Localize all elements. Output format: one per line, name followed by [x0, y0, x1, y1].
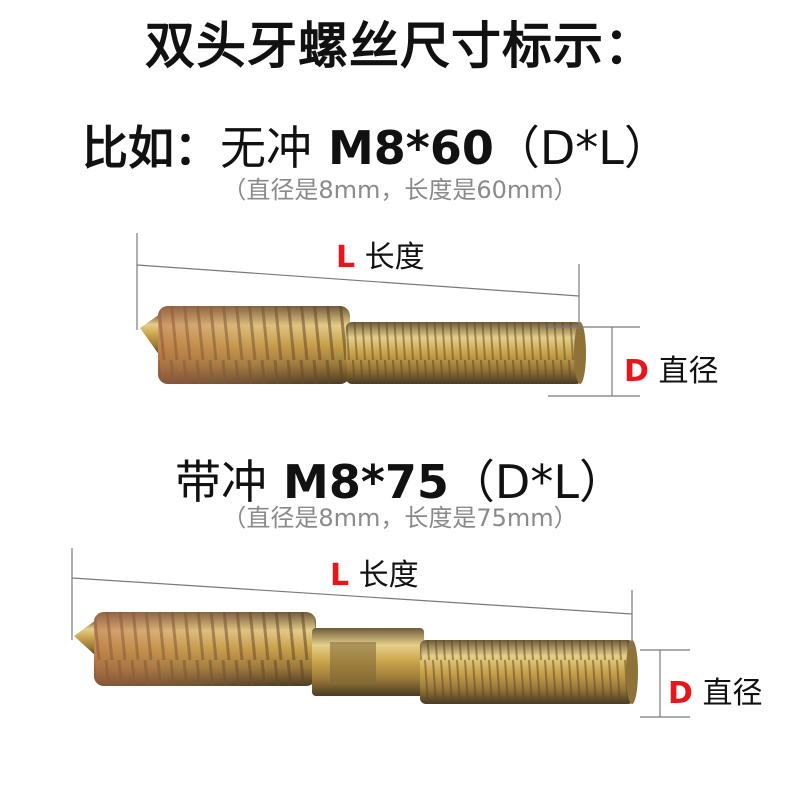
example1-heading: 比如：无冲 M8*60（D*L）	[82, 112, 670, 178]
screw1-length-dimension	[136, 233, 580, 330]
example2-note: （直径是8mm，长度是75mm）	[222, 504, 578, 532]
screw2-length-letter: L	[330, 558, 350, 593]
page-title: 双头牙螺丝尺寸标示：	[145, 17, 655, 75]
example2-heading: 带冲 M8*75（D*L）	[0, 446, 800, 512]
screw1-length-text: 长度	[364, 240, 425, 275]
example1-spec: M8*60	[328, 121, 494, 175]
example2-format: （D*L）	[448, 455, 625, 509]
example1-prefix: 比如：	[82, 121, 220, 175]
screw1-image	[140, 306, 586, 384]
screw1-diameter-label: D 直径	[624, 346, 718, 390]
example2-spec: M8*75	[283, 455, 449, 509]
screw1-diameter-letter: D	[624, 354, 649, 389]
screw2-length-label: L 长度	[330, 550, 419, 594]
screw2-image	[74, 612, 638, 704]
screw1-diameter-dimension	[548, 326, 640, 397]
screw2-diameter-letter: D	[668, 676, 693, 711]
screw2-length-text: 长度	[358, 558, 419, 593]
screw2-diameter-label: D 直径	[668, 668, 762, 712]
screw1-diameter-text: 直径	[658, 354, 719, 389]
screw2-diameter-dimension	[640, 649, 690, 718]
example1-format: （D*L）	[493, 121, 670, 175]
example1-note: （直径是8mm，长度是60mm）	[222, 176, 578, 204]
screw1-length-label: L 长度	[336, 232, 425, 276]
example1-type: 无冲	[220, 121, 312, 175]
screw1-length-letter: L	[336, 240, 356, 275]
screw2-diameter-text: 直径	[702, 676, 763, 711]
screw2-length-dimension	[71, 548, 633, 650]
example2-type: 带冲	[175, 455, 268, 509]
